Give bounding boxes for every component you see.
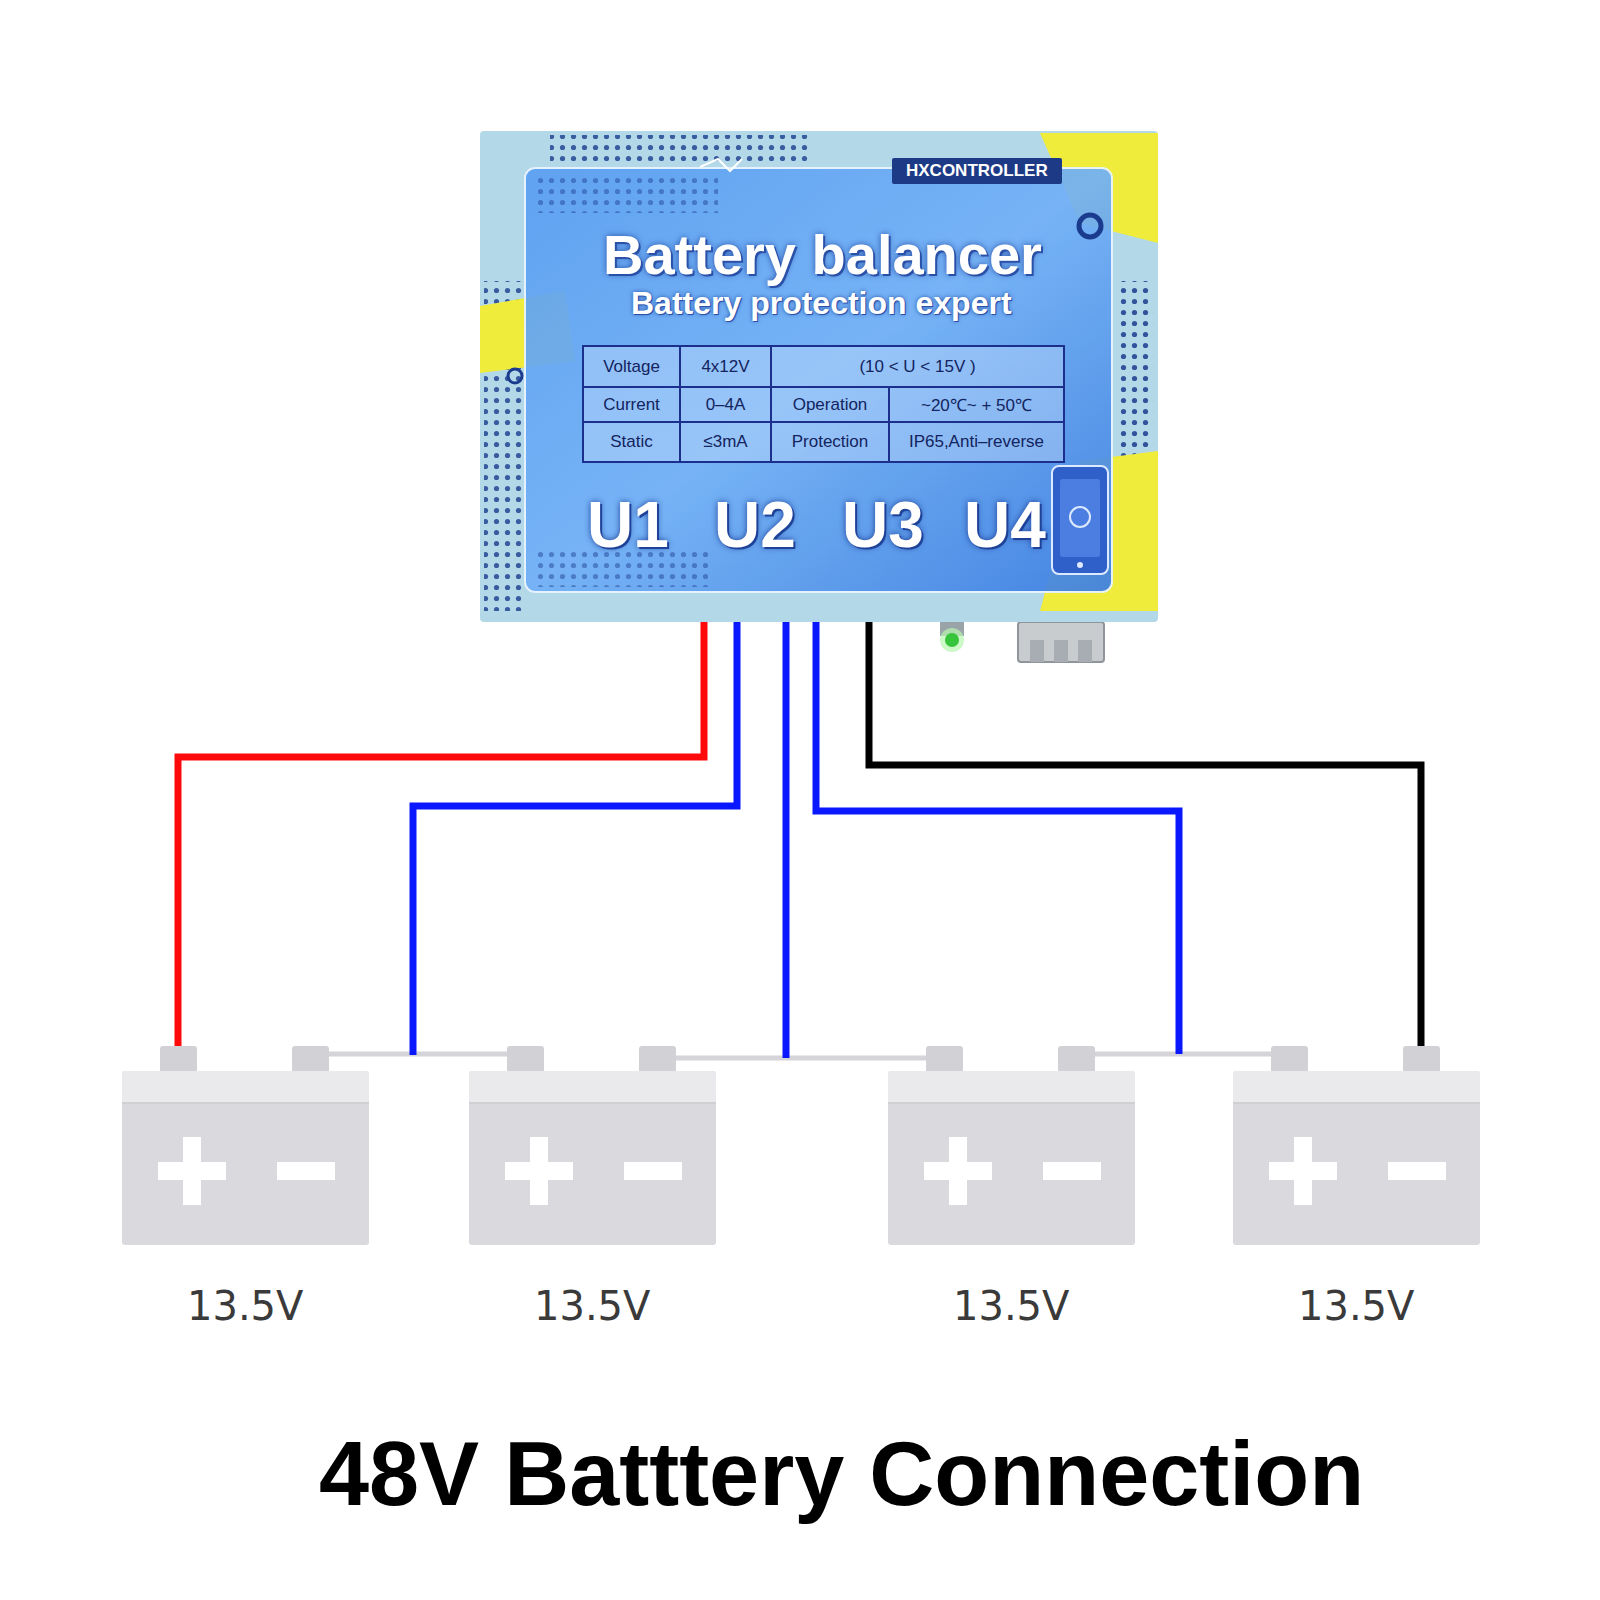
art-shape — [469, 1102, 716, 1104]
art-shape — [469, 1071, 716, 1245]
table-cell: IP65,Anti–reverse — [890, 423, 1063, 461]
art-shape — [639, 1046, 676, 1073]
art-shape — [888, 1071, 1135, 1245]
table-cell: Voltage — [584, 347, 681, 388]
plug-pin — [1054, 640, 1068, 662]
art-shape — [160, 1046, 197, 1073]
table-cell: Protection — [772, 423, 890, 461]
plug-pin — [1030, 640, 1044, 662]
art-shape — [183, 1137, 201, 1205]
battery: 13.5V — [469, 1046, 716, 1336]
table-cell: ≤3mA — [681, 423, 772, 461]
table-text: Protection — [792, 432, 869, 452]
voltage-label: 13.5V — [953, 1282, 1069, 1330]
table-text: Current — [603, 395, 660, 415]
table-text: Operation — [793, 395, 868, 415]
voltage-label: 13.5V — [1298, 1282, 1414, 1330]
art-shape — [1271, 1046, 1308, 1073]
art-shape — [507, 1046, 544, 1073]
spec-table: Voltage 4x12V (10 < U < 15V ) Current 0–4A Op… — [582, 345, 1065, 463]
device-ports — [940, 622, 1104, 662]
port-label: U1 — [587, 489, 669, 563]
art-shape — [530, 1137, 548, 1205]
art-shape — [122, 1071, 369, 1245]
art-shape — [122, 1102, 369, 1104]
art-shape — [550, 135, 810, 165]
table-cell: Current — [584, 388, 681, 423]
plug-connector — [1018, 622, 1104, 662]
art-shape — [538, 177, 718, 213]
table-text: ~20℃~ + 50℃ — [921, 393, 1032, 416]
port-label: U3 — [842, 489, 924, 563]
art-shape — [469, 1071, 716, 1103]
link-bar — [310, 1052, 525, 1057]
battery-links — [310, 1054, 1289, 1058]
art-shape — [525, 168, 1112, 592]
table-text: Voltage — [603, 357, 660, 377]
art-shape — [700, 159, 742, 171]
balance-wire — [783, 622, 790, 1058]
table-cell: 0–4A — [681, 388, 772, 423]
table-text: ≤3mA — [703, 432, 747, 452]
table-cell: 4x12V — [681, 347, 772, 388]
art-shape — [1058, 1046, 1095, 1073]
balance-wire — [413, 622, 737, 1055]
table-cell: Static — [584, 423, 681, 461]
port-label: U2 — [714, 489, 796, 563]
table-cell: (10 < U < 15V ) — [772, 347, 1063, 388]
art-shape — [888, 1071, 1135, 1103]
art-shape — [277, 1162, 335, 1180]
balancer-device: HXCONTROLLER Battery balancerBattery prot… — [480, 131, 1158, 622]
art-shape — [1403, 1046, 1440, 1073]
status-led — [945, 633, 959, 647]
positive-wire — [178, 622, 704, 1046]
table-text: Static — [610, 432, 653, 452]
brand-tag: HXCONTROLLER — [892, 158, 1062, 184]
art-shape — [1294, 1137, 1312, 1205]
art-shape — [926, 1046, 963, 1073]
voltage-label: 13.5V — [534, 1282, 650, 1330]
table-text: IP65,Anti–reverse — [909, 432, 1044, 452]
art-shape — [480, 131, 1158, 622]
art-shape — [1233, 1071, 1480, 1245]
art-shape — [1043, 1162, 1101, 1180]
battery: 13.5V — [1233, 1046, 1480, 1336]
table-cell: Operation — [772, 388, 890, 423]
product-subtitle: Battery protection expert — [631, 285, 1012, 322]
led-glow — [940, 628, 964, 652]
art-shape — [1070, 507, 1090, 527]
battery: 13.5V — [888, 1046, 1135, 1336]
art-shape — [1233, 1071, 1480, 1103]
art-shape — [949, 1137, 967, 1205]
link-bar — [657, 1056, 944, 1061]
art-shape — [1079, 215, 1101, 237]
art-shape — [1052, 466, 1108, 574]
plug-pin — [1078, 640, 1092, 662]
art-shape — [122, 1071, 369, 1103]
port-label: U4 — [964, 489, 1046, 563]
caption: 48V Batttery Connection — [319, 1424, 1364, 1524]
art-shape — [624, 1162, 682, 1180]
art-shape — [1233, 1102, 1480, 1104]
table-text: 4x12V — [701, 357, 749, 377]
battery: 13.5V — [122, 1046, 369, 1336]
product-title: Battery balancer — [603, 223, 1042, 287]
art-shape — [508, 369, 522, 383]
art-shape — [888, 1102, 1135, 1104]
voltage-label: 13.5V — [187, 1282, 303, 1330]
art-shape — [1077, 562, 1083, 568]
art-shape — [292, 1046, 329, 1073]
table-text: 0–4A — [706, 395, 746, 415]
table-cell: ~20℃~ + 50℃ — [890, 388, 1063, 423]
table-text: (10 < U < 15V ) — [859, 357, 975, 377]
art-shape — [1060, 479, 1100, 557]
art-shape — [1388, 1162, 1446, 1180]
negative-wire — [869, 622, 1421, 1046]
